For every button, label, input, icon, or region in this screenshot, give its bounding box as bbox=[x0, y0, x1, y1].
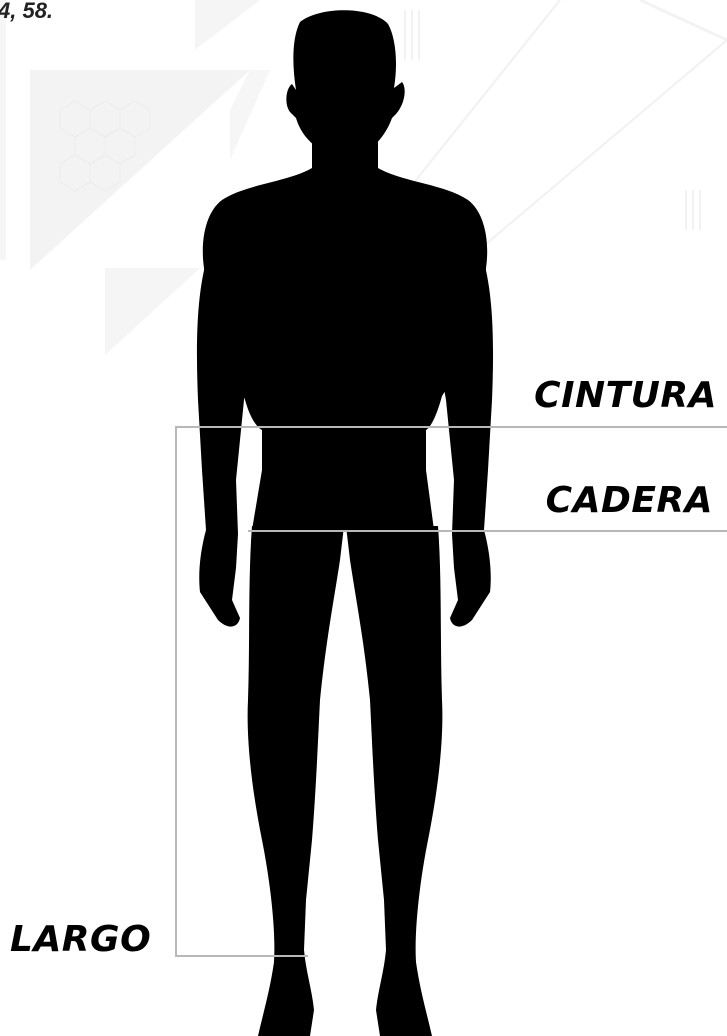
length-label: LARGO bbox=[10, 922, 151, 958]
waist-label: CINTURA bbox=[534, 378, 717, 414]
hip-label: CADERA bbox=[546, 483, 713, 519]
